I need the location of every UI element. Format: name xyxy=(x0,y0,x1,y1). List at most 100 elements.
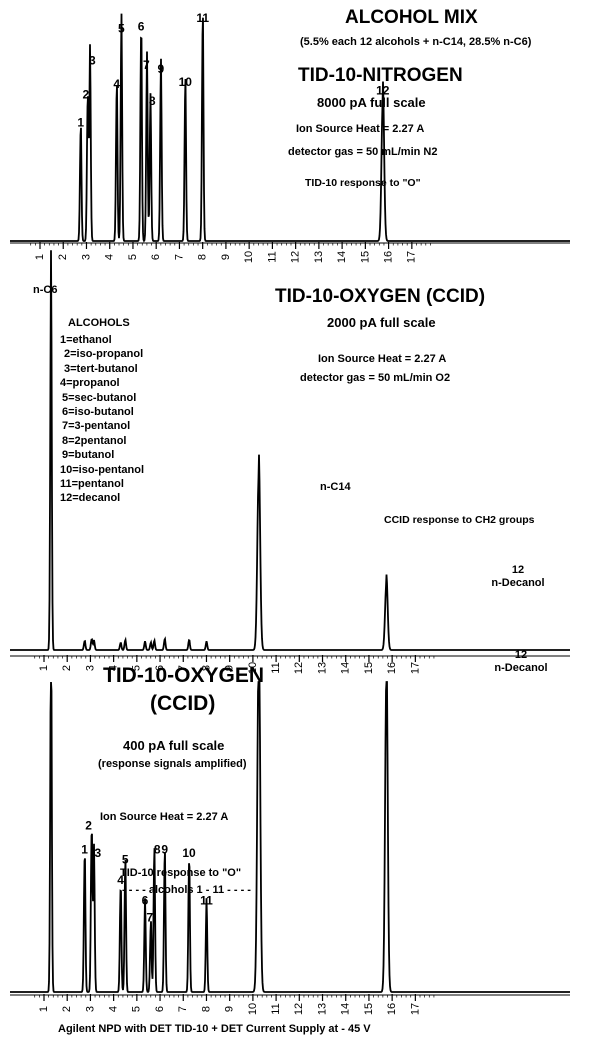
peak-label: 1 xyxy=(81,842,88,856)
x-tick-label: 17 xyxy=(409,1003,421,1015)
panel3-scale: 400 pA full scale xyxy=(123,738,225,753)
legend-item: 11=pentanol xyxy=(60,478,124,491)
x-tick-label: 3 xyxy=(84,665,96,671)
x-tick-label: 12 xyxy=(290,251,302,263)
x-tick-label: 14 xyxy=(340,1003,352,1015)
figure-footer-caption: Agilent NPD with DET TID-10 + DET Curren… xyxy=(58,1023,371,1035)
peak-label: 3 xyxy=(89,54,96,68)
legend-item: 12=decanol xyxy=(60,492,121,505)
x-tick-label: 8 xyxy=(197,254,209,260)
chromatogram-trace xyxy=(10,681,570,993)
legend-item: 10=iso-pentanol xyxy=(60,463,145,476)
x-tick-label: 11 xyxy=(266,251,278,262)
panel3-amplified: (response signals amplified) xyxy=(98,758,247,770)
x-tick-label: 10 xyxy=(247,1003,259,1015)
x-tick-label: 16 xyxy=(386,662,398,674)
peak-label: 5 xyxy=(122,853,129,867)
panel2-gas: detector gas = 50 mL/min O2 xyxy=(300,372,451,384)
legend-item: 8=2pentanol xyxy=(62,434,127,447)
x-tick-label: 14 xyxy=(336,251,348,263)
peak-label: 9 xyxy=(158,62,165,76)
x-tick-label: 7 xyxy=(173,254,185,260)
x-tick-label: 2 xyxy=(57,254,69,260)
legend-item: 4=propanol xyxy=(60,377,120,390)
panel3-label-12: 12 xyxy=(514,649,528,661)
x-tick-label: 3 xyxy=(80,254,92,260)
panel1-heat: Ion Source Heat = 2.27 A xyxy=(296,123,425,135)
peak-label: 7 xyxy=(146,910,153,924)
chromatogram-trace xyxy=(10,13,570,243)
panel1-subtitle: (5.5% each 12 alcohols + n-C14, 28.5% n-… xyxy=(300,36,532,48)
legend-item: 7=3-pentanol xyxy=(62,420,131,433)
panel1-response: TID-10 response to "O" xyxy=(305,177,421,189)
peak-label: 8 xyxy=(154,842,161,856)
x-tick-label: 12 xyxy=(293,1003,305,1015)
chromatogram-trace xyxy=(10,250,570,651)
legend-item: 3=tert-butanol xyxy=(64,362,138,375)
peak-label: 2 xyxy=(82,88,89,102)
x-tick-label: 13 xyxy=(313,251,325,263)
x-tick-label: 10 xyxy=(247,662,259,674)
peak-label: 10 xyxy=(179,75,193,89)
legend-item: 5=sec-butanol xyxy=(62,391,137,404)
panel2-label-nc6: n-C6 xyxy=(33,284,58,296)
panel3-detector-subtitle: (CCID) xyxy=(150,692,216,715)
panel1-gas: detector gas = 50 mL/min N2 xyxy=(288,146,438,158)
panel3-detector-title: TID-10-OXYGEN xyxy=(103,664,265,687)
x-tick-label: 6 xyxy=(150,254,162,260)
x-tick-label: 9 xyxy=(224,665,236,671)
x-tick-label: 7 xyxy=(177,665,189,671)
x-tick-label: 12 xyxy=(293,662,305,674)
peak-label: 7 xyxy=(143,58,150,72)
x-tick-label: 6 xyxy=(154,1006,166,1012)
peak-label: 6 xyxy=(138,20,145,34)
legend-item: 2=iso-propanol xyxy=(64,348,144,361)
panel1-scale: 8000 pA full scale xyxy=(317,95,426,110)
x-tick-label: 16 xyxy=(386,1003,398,1015)
panel2-heat: Ion Source Heat = 2.27 A xyxy=(318,353,447,365)
x-tick-label: 17 xyxy=(409,662,421,674)
x-tick-label: 16 xyxy=(383,251,395,263)
peak-label: 12 xyxy=(376,83,390,97)
x-tick-label: 15 xyxy=(363,1003,375,1015)
peak-label: 8 xyxy=(149,94,156,108)
panel2-label-nc14: n-C14 xyxy=(320,481,351,493)
panel2-detector-title: TID-10-OXYGEN (CCID) xyxy=(275,286,486,307)
x-tick-label: 15 xyxy=(359,251,371,263)
x-tick-label: 8 xyxy=(200,665,212,671)
peak-label: 11 xyxy=(200,893,213,907)
peak-label: 11 xyxy=(196,11,209,25)
x-tick-label: 7 xyxy=(177,1006,189,1012)
x-tick-label: 2 xyxy=(61,1006,73,1012)
x-tick-label: 5 xyxy=(131,1006,143,1012)
x-tick-label: 9 xyxy=(220,254,232,260)
x-tick-label: 8 xyxy=(200,1006,212,1012)
legend-title: ALCOHOLS xyxy=(68,317,130,329)
x-tick-label: 4 xyxy=(104,254,116,260)
peak-label: 3 xyxy=(95,846,102,860)
peak-label: 6 xyxy=(142,893,149,907)
x-tick-label: 3 xyxy=(84,1006,96,1012)
panel1-title: ALCOHOL MIX xyxy=(345,7,478,28)
x-tick-label: 10 xyxy=(243,251,255,263)
x-tick-label: 5 xyxy=(127,254,139,260)
x-tick-label: 5 xyxy=(131,665,143,671)
peak-label: 2 xyxy=(85,819,92,833)
x-tick-label: 1 xyxy=(34,254,46,260)
legend-item: 1=ethanol xyxy=(60,334,112,346)
peak-label: 4 xyxy=(113,77,120,91)
panel2-label-12: 12 xyxy=(511,564,525,576)
legend-item: 9=butanol xyxy=(62,449,115,462)
x-tick-label: 13 xyxy=(316,662,328,674)
panel1-detector-title: TID-10-NITROGEN xyxy=(298,65,463,86)
panel3-label-decanol: n-Decanol xyxy=(494,662,548,674)
x-tick-label: 6 xyxy=(154,665,166,671)
peak-label: 9 xyxy=(161,842,168,856)
peak-label: 5 xyxy=(118,22,125,36)
x-tick-label: 2 xyxy=(61,665,73,671)
panel3-alcohols-range: - - - - alcohols 1 - 11 - - - - xyxy=(122,884,251,896)
